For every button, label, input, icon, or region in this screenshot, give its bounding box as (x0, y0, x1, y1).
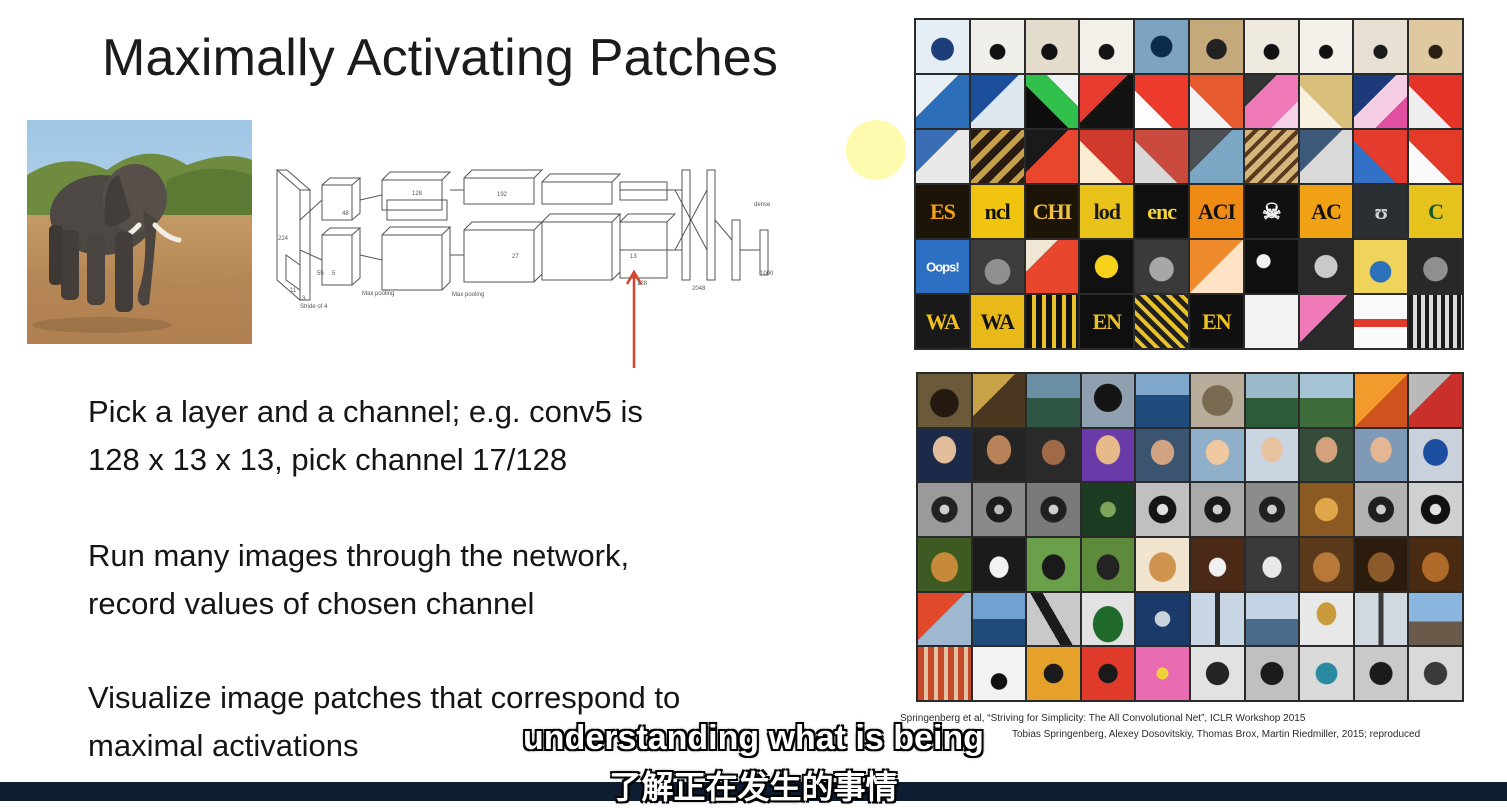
citation: Springenberg et al, “Striving for Simpli… (900, 711, 1500, 743)
patch-text-wa-1: WA (925, 308, 960, 334)
pointer-highlight (846, 120, 906, 180)
patch-text-lod: lod (1093, 198, 1121, 224)
net-label-27: 27 (512, 254, 519, 260)
net-label-48: 48 (342, 211, 349, 217)
net-label-5: 5 (332, 271, 336, 277)
net-label-128: 128 (412, 191, 423, 197)
bullet-2-line-2: record values of chosen channel (88, 586, 535, 621)
subtitle-chinese: 了解正在发生的事情 (609, 768, 898, 806)
patch-grid-top: ES ncl CHI lod enc ACI ☠ AC ʊ C Oops! WA… (914, 18, 1464, 350)
net-label-maxpool-2: Max pooling (452, 292, 484, 298)
net-label-224: 224 (278, 236, 289, 242)
patch-text-en-1: EN (1092, 308, 1123, 334)
patch-text-en-2: EN (1202, 308, 1232, 334)
net-label-55: 55 (317, 271, 324, 277)
bullet-visualize-patches: Visualize image patches that correspond … (88, 674, 788, 770)
patch-text-wa-2: WA (980, 308, 1014, 334)
bullet-1-line-2: 128 x 13 x 13, pick channel 17/128 (88, 442, 568, 477)
patch-text-oops: Oops! (926, 259, 960, 274)
net-label-192: 192 (497, 192, 508, 198)
net-label-3: 3 (302, 296, 306, 302)
bullet-pick-layer: Pick a layer and a channel; e.g. conv5 i… (88, 388, 788, 484)
net-label-2048: 2048 (692, 286, 706, 292)
patch-text-es: ES (929, 198, 956, 224)
citation-line-2: Tobias Springenberg, Alexey Dosovitskiy,… (1012, 729, 1421, 740)
patch-text-aci: ACI (1197, 198, 1236, 224)
patch-text-chi: CHI (1032, 198, 1073, 224)
net-label-13: 13 (630, 254, 637, 260)
bullet-2-line-1: Run many images through the network, (88, 538, 630, 573)
net-label-maxpool-1: Max pooling (362, 291, 394, 297)
net-label-stride: Stride of 4 (300, 304, 328, 310)
net-label-128b: 128 (637, 281, 648, 287)
bullet-run-images: Run many images through the network, rec… (88, 532, 788, 628)
subtitle-english: understanding what is being (523, 719, 984, 757)
patch-text-enc: enc (1147, 198, 1177, 224)
elephant-photo (27, 120, 252, 344)
bullet-1-line-1: Pick a layer and a channel; e.g. conv5 i… (88, 394, 643, 429)
bottom-bar (0, 782, 1507, 801)
slide-title: Maximally Activating Patches (102, 29, 779, 87)
net-label-1000: 1000 (760, 271, 774, 277)
network-architecture-diagram: 224 3 Stride of 4 11 48 128 Max pooling … (272, 160, 782, 370)
patch-text-ncl: ncl (984, 198, 1011, 224)
bullet-3-line-2: maximal activations (88, 728, 359, 763)
citation-line-1: Springenberg et al, “Striving for Simpli… (900, 713, 1306, 724)
bullet-3-line-1: Visualize image patches that correspond … (88, 680, 681, 715)
net-label-dense: dense (754, 202, 771, 208)
net-label-11: 11 (290, 288, 297, 294)
patch-grid-bottom (916, 372, 1464, 702)
patch-text-ac: AC (1311, 198, 1342, 224)
